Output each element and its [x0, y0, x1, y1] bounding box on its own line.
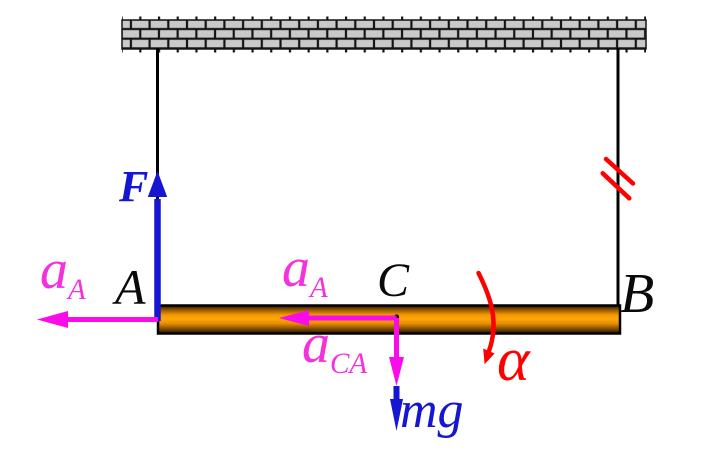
accel-aca-subscript: CA [330, 348, 368, 381]
point-a-label: A [115, 259, 146, 315]
weight-mg-label: mg [400, 382, 464, 439]
accel-aa-arrow-at-c [279, 310, 397, 326]
point-b-label: B [620, 263, 655, 325]
point-c-label: C [377, 254, 410, 307]
ceiling-top-ticks [122, 16, 646, 20]
accel-aa-arrow-at-a [37, 311, 158, 328]
accel-aca-base: a [302, 313, 330, 375]
force-f-arrow [147, 171, 168, 321]
angular-accel-label: α [497, 326, 530, 394]
accel-aa-subscript: A [68, 274, 86, 307]
accel-aa-base: a [40, 239, 68, 301]
ceiling-bottom-ticks [122, 49, 646, 53]
force-f-label: F [119, 162, 149, 211]
accel-aca-arrow [389, 318, 404, 386]
accel-aa-subscript-2: A [310, 272, 328, 305]
string-cut-icon [600, 156, 636, 201]
weight-mg-arrow [390, 386, 403, 431]
ceiling-brick-hatch [121, 19, 647, 50]
accel-aa-label-center: aA [282, 240, 328, 303]
accel-aa-base-2: a [282, 237, 310, 299]
accel-aca-label: aCA [302, 316, 367, 379]
accel-aa-label-left: aA [40, 242, 86, 305]
angular-accel-arrow [476, 270, 496, 365]
